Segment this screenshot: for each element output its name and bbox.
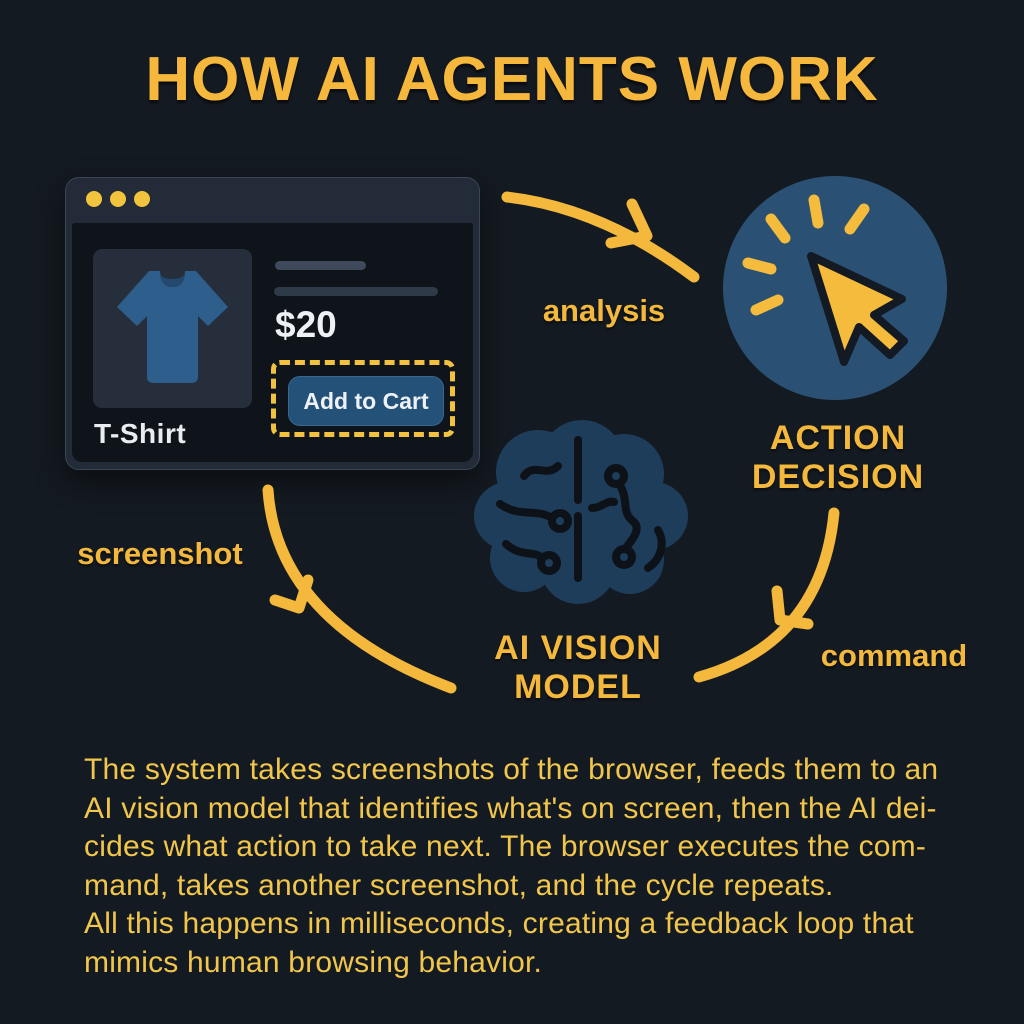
description-line: AI vision model that identifies what's o… xyxy=(84,791,937,825)
cursor-click-icon xyxy=(742,194,908,366)
traffic-light-dot xyxy=(134,191,150,207)
ai-vision-model-label: AI VISION MODEL xyxy=(448,629,708,707)
brain-circuit-icon xyxy=(474,420,688,604)
description-line: mimics human browsing behavior. xyxy=(84,945,543,979)
add-to-cart-button[interactable]: Add to Cart xyxy=(288,376,444,426)
product-name: T-Shirt xyxy=(94,418,187,449)
product-price: $20 xyxy=(275,304,337,345)
ai-vision-model-label-line1: AI VISION xyxy=(494,629,662,667)
tshirt-icon xyxy=(117,271,228,383)
analysis-arrowhead xyxy=(605,198,653,249)
ai-vision-model-label-line2: MODEL xyxy=(514,668,642,706)
skeleton-text-line xyxy=(274,287,438,296)
edge-label-analysis: analysis xyxy=(542,293,666,328)
command-arrowhead xyxy=(771,585,814,630)
action-decision-node xyxy=(723,176,947,400)
edge-label-command: command xyxy=(820,638,968,673)
screenshot-arrow xyxy=(262,484,457,694)
description-line: The system takes screenshots of the brow… xyxy=(84,753,939,786)
highlight-dashed-box xyxy=(271,360,455,437)
screenshot-arrowhead xyxy=(269,574,314,614)
action-decision-label-line2: DECISION xyxy=(751,458,925,496)
page-title: HOW AI AGENTS WORK xyxy=(145,45,879,114)
skeleton-text-line xyxy=(275,261,366,270)
traffic-light-dot xyxy=(86,191,102,207)
description-line: cides what action to take next. The brow… xyxy=(84,830,927,863)
browser-window: T-Shirt $20 Add to Cart xyxy=(65,177,480,470)
description-line: All this happens in milliseconds, creati… xyxy=(84,907,914,940)
browser-titlebar xyxy=(66,178,479,223)
action-decision-label: ACTION DECISION xyxy=(708,419,968,497)
description-line: mand, takes another screenshot, and the … xyxy=(84,868,834,902)
action-decision-label-line1: ACTION xyxy=(769,419,907,457)
product-image xyxy=(93,249,252,408)
analysis-arrow xyxy=(501,191,700,283)
edge-label-screenshot: screenshot xyxy=(77,536,243,571)
description-paragraph: The system takes screenshots of the brow… xyxy=(84,751,984,982)
traffic-light-dot xyxy=(110,191,126,207)
